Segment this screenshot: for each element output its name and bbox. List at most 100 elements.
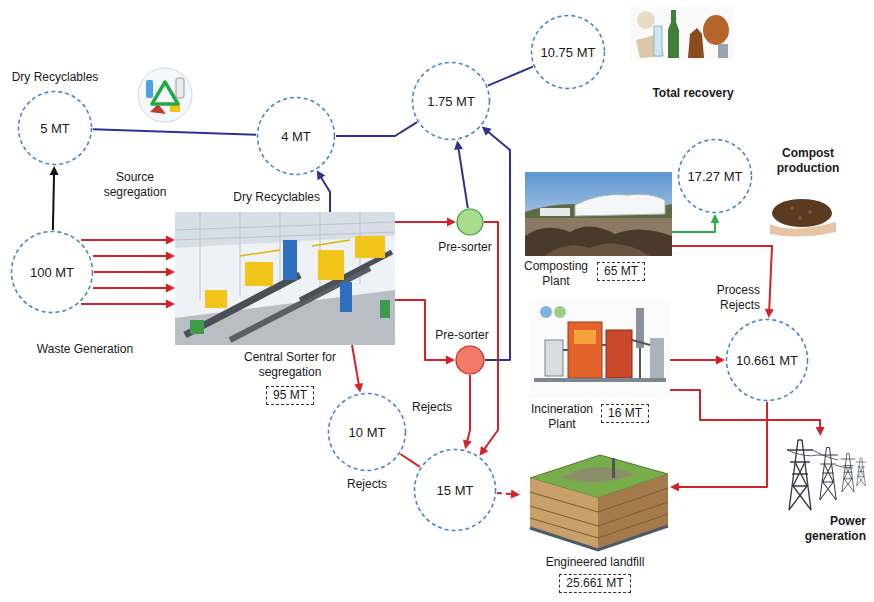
- recycle-icon-part: [176, 78, 184, 98]
- connector-line: [458, 147, 468, 208]
- compost-picture-part: [798, 216, 802, 220]
- incineration-plant-picture-part: [534, 378, 666, 382]
- incineration-plant-picture-part: [554, 306, 566, 318]
- sorting-plant-illustration-part: [355, 236, 385, 258]
- sorting-plant-illustration: [175, 212, 395, 345]
- connector-line: [677, 402, 767, 487]
- compost-picture-part: [808, 210, 812, 214]
- caption: Power generation: [776, 514, 866, 544]
- circle-outline: [456, 208, 484, 236]
- caption: Composting Plant: [519, 259, 593, 289]
- landfill-picture-part: [560, 467, 635, 482]
- composting-plant-picture-part: [525, 226, 672, 256]
- compost-picture-part: [772, 199, 832, 227]
- connector-line: [672, 221, 715, 232]
- process-area: Central Sorter for segregation95 MT: [175, 212, 395, 345]
- flow-connector: [488, 67, 533, 86]
- connector-line: [467, 375, 470, 442]
- caption: Process Rejects: [696, 283, 760, 313]
- arrow-head: [446, 356, 455, 365]
- caption: Rejects: [347, 477, 387, 492]
- total-recovery-picture-part: [718, 44, 728, 58]
- caption: Central Sorter for segregation: [235, 350, 345, 380]
- incineration-plant-picture-part: [650, 338, 664, 378]
- incineration-plant-picture-part: [545, 340, 563, 376]
- arrow-head: [454, 141, 463, 151]
- incineration-plant-picture: [530, 300, 670, 398]
- landfill-picture-part: [530, 488, 668, 538]
- quantity-circle: 5 MTDry Recyclables: [17, 90, 93, 166]
- caption: Waste Generation: [37, 342, 133, 357]
- quantity-value: 1.75 MT: [411, 61, 491, 141]
- quantity-circle: 15 MT: [413, 448, 497, 532]
- landfill-picture-part: [530, 526, 668, 550]
- recycle-icon-part: [138, 68, 192, 122]
- quantity-value: 15 MT: [413, 448, 497, 532]
- circle-outline: [455, 345, 485, 375]
- quantity-circle: 4 MT: [256, 96, 336, 176]
- flow-connector: [672, 246, 774, 318]
- caption: Dry Recyclables: [12, 70, 99, 85]
- arrow-head: [447, 218, 456, 227]
- sorting-plant-illustration-part: [205, 290, 227, 308]
- process-area: Power generation: [778, 436, 864, 510]
- compost-picture-part: [790, 206, 794, 210]
- composting-plant-picture: [525, 172, 672, 256]
- source-arrows-part: [166, 300, 175, 309]
- power-pylons-part: [841, 454, 855, 493]
- arrow-head: [765, 309, 774, 318]
- total-recovery-picture-part: [668, 10, 679, 58]
- process-area: Composting Plant65 MT: [525, 172, 672, 256]
- flow-connector: [352, 345, 363, 393]
- process-area: Engineered landfill25.661 MT: [520, 448, 670, 552]
- flow-connector: [670, 356, 725, 365]
- quantity-value: 100 MT: [10, 230, 94, 314]
- total-recovery-picture-part: [630, 6, 734, 60]
- arrow-head: [670, 483, 679, 492]
- quantity-value: 10.661 MT: [725, 318, 809, 402]
- power-pylons-part: [856, 458, 866, 486]
- quantity-circle: 100 MTWaste Generation: [10, 230, 94, 314]
- flow-label: Dry Recyclables: [233, 190, 320, 205]
- sorting-plant-illustration-part: [380, 300, 390, 318]
- flow-connector: [93, 129, 256, 134]
- value-box: 16 MT: [601, 404, 649, 423]
- quantity-value: 10 MT: [327, 392, 407, 472]
- source-arrows-part: [166, 236, 175, 245]
- total-recovery-picture-part: [637, 11, 655, 29]
- caption: Pre-sorter: [435, 328, 488, 343]
- flow-connector: [454, 141, 468, 209]
- flow-label: Rejects: [412, 400, 452, 415]
- connector-line: [93, 129, 256, 134]
- flow-connector: [670, 390, 825, 436]
- incineration-plant-picture-part: [563, 340, 650, 378]
- sorting-plant-illustration-part: [175, 212, 395, 345]
- flow-connector: [497, 490, 520, 499]
- total-recovery-picture: [630, 6, 734, 60]
- pre-sorter-dot: Pre-sorter: [456, 208, 484, 236]
- connector-line: [320, 176, 330, 212]
- connector-line: [670, 390, 820, 429]
- landfill-picture-part: [612, 458, 615, 478]
- sorting-plant-illustration-part: [185, 275, 300, 335]
- sorting-plant-illustration-part: [190, 320, 204, 334]
- arrow-head: [716, 356, 725, 365]
- sorting-plant-illustration-part: [175, 212, 395, 300]
- quantity-circle: 10.661 MTProcess Rejects: [725, 318, 809, 402]
- quantity-circle: 1.75 MT: [411, 61, 491, 141]
- connector-line: [352, 345, 359, 386]
- recycle-icon: [138, 68, 192, 122]
- arrow-head: [479, 446, 488, 456]
- flow-connector: [395, 218, 456, 227]
- sorting-plant-illustration-part: [175, 290, 395, 345]
- power-pylons: [787, 440, 866, 510]
- recycle-icon-part: [152, 82, 178, 104]
- connector-line: [53, 173, 54, 230]
- connector-line: [497, 493, 513, 494]
- connector-line: [94, 271, 168, 273]
- quantity-circle: 10.75 MTTotal recovery: [530, 14, 606, 90]
- arrow-head: [482, 127, 492, 136]
- landfill-picture: [530, 455, 668, 550]
- pre-sorter-dot: Pre-sorter: [455, 345, 485, 375]
